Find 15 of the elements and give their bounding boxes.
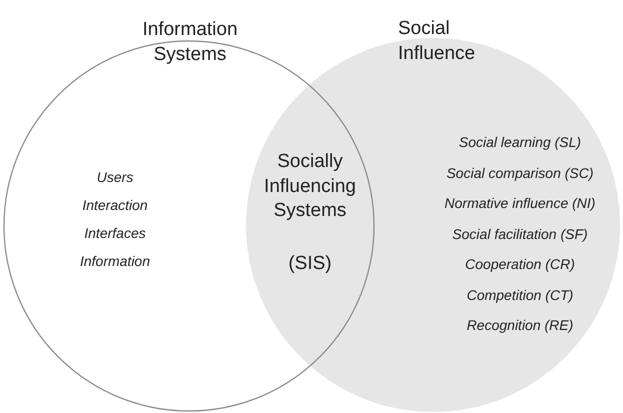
list-item-text: Normative influence (NI) [444, 194, 596, 212]
circle-heading: Social Influence [398, 17, 476, 66]
list-item-text: Cooperation (CR) [464, 255, 576, 274]
list-item-text: Social comparison (SC) [445, 164, 595, 182]
overlap-label: (SIS) [287, 252, 333, 276]
list-item-text: Information [78, 252, 152, 270]
list-item-text: Users [96, 168, 134, 186]
list-item-text: Interfaces [83, 224, 147, 242]
list-item-text: Interaction [81, 196, 149, 214]
list-item-text: Social facilitation (SF) [451, 224, 589, 243]
circle-heading: Information Systems [141, 18, 239, 67]
list-item-text: Social learning (SL) [458, 133, 582, 152]
overlap-label: Socially Influencing Systems [263, 150, 357, 224]
list-item-text: Competition (CT) [466, 286, 574, 304]
list-item-text: Recognition (RE) [466, 316, 574, 334]
